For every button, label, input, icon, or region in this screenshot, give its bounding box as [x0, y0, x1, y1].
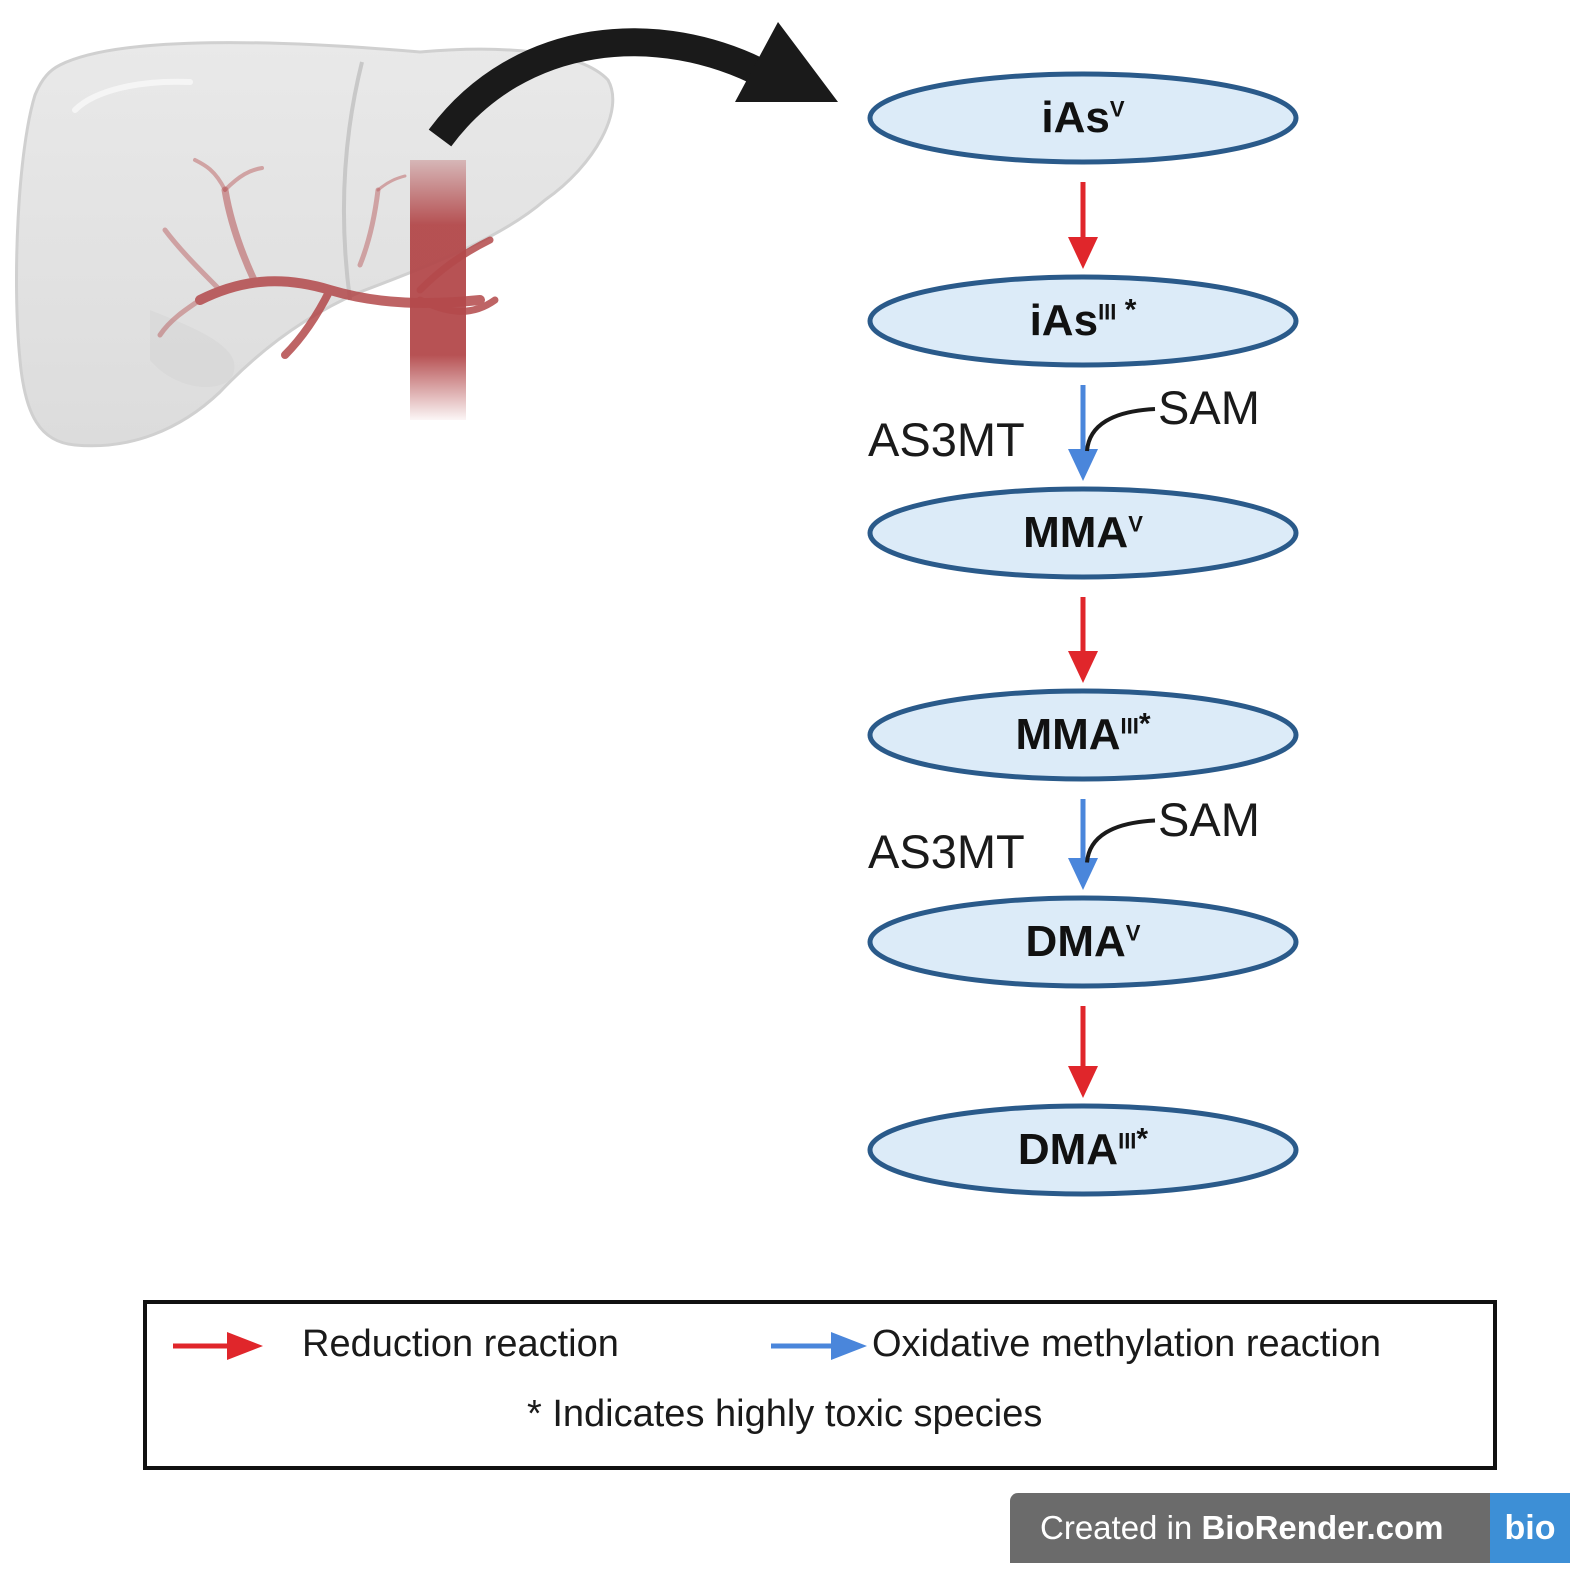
species-node-ellipse — [867, 688, 1299, 782]
oxidation-state: V — [1109, 96, 1125, 122]
species-name: MMA — [1023, 508, 1129, 557]
legend-reduction-arrow-icon — [173, 1332, 263, 1360]
liver-icon — [14, 41, 615, 448]
biorender-badge: Created in BioRender.com bio — [1010, 1493, 1570, 1563]
legend-methylation-arrow-icon — [771, 1332, 867, 1360]
toxicity-marker: * — [1136, 1122, 1149, 1156]
legend-toxicity-note: * Indicates highly toxic species — [527, 1393, 1043, 1435]
oxidation-state: III — [1118, 1128, 1137, 1154]
species-node-ellipse — [867, 71, 1299, 165]
oxidation-state: V — [1125, 920, 1141, 946]
species-name: iAs — [1041, 93, 1110, 142]
hepatic-vessels-icon — [157, 158, 499, 359]
species-node-label: MMAIII* — [933, 707, 1233, 760]
badge-text: Created in BioRender.com — [1040, 1505, 1444, 1551]
arrows-layer — [1068, 182, 1156, 1098]
curved-arrow-icon — [428, 22, 838, 147]
legend-reduction-label: Reduction reaction — [302, 1323, 619, 1365]
species-node-ellipse — [867, 895, 1299, 989]
oxidation-state: III — [1098, 299, 1117, 325]
liver-body — [14, 41, 615, 448]
biorender-logo-icon: bio — [1490, 1493, 1570, 1563]
species-node-ellipse — [867, 486, 1299, 580]
portal-vein — [410, 160, 466, 420]
species-name: DMA — [1025, 917, 1126, 966]
enzyme-label: AS3MT — [868, 824, 1025, 878]
legend-methylation-label: Oxidative methylation reaction — [872, 1323, 1382, 1365]
reduction-arrow-icon — [1068, 182, 1098, 269]
cofactor-label: SAM — [1158, 792, 1260, 846]
enzyme-label: AS3MT — [868, 413, 1025, 466]
oxidation-state: III — [1120, 713, 1139, 739]
cofactor-hook-icon — [1085, 407, 1156, 452]
methylation-arrow-icon — [1068, 385, 1098, 481]
species-node-label: DMAIII* — [933, 1122, 1233, 1175]
species-name: DMA — [1017, 1125, 1119, 1174]
species-node-label: iAsV — [933, 93, 1233, 143]
liver-highlight — [72, 78, 193, 113]
cofactor-hook-icon — [1085, 818, 1156, 863]
species-node-ellipse — [867, 1103, 1299, 1197]
species-node-label: DMAV — [933, 917, 1233, 967]
badge-brand: BioRender.com — [1201, 1509, 1444, 1546]
nodes-layer — [867, 71, 1299, 1197]
badge-prefix: Created in — [1040, 1509, 1202, 1546]
liver-lobe-line — [342, 61, 364, 301]
reduction-arrow-icon — [1068, 597, 1098, 683]
liver-lower-lobe — [150, 310, 235, 388]
cofactor-label: SAM — [1158, 381, 1260, 434]
toxicity-marker: * — [1116, 293, 1137, 327]
reduction-arrow-icon — [1068, 1006, 1098, 1098]
species-name: MMA — [1015, 710, 1121, 759]
species-node-label: iAsIII * — [933, 293, 1233, 346]
toxicity-marker: * — [1138, 707, 1151, 741]
oxidation-state: V — [1128, 511, 1143, 537]
methylation-arrow-icon — [1068, 799, 1098, 890]
legend: Reduction reaction Oxidative methylation… — [143, 1300, 1497, 1470]
species-node-ellipse — [867, 274, 1299, 368]
species-node-label: MMAV — [933, 508, 1233, 558]
species-name: iAs — [1029, 296, 1099, 345]
